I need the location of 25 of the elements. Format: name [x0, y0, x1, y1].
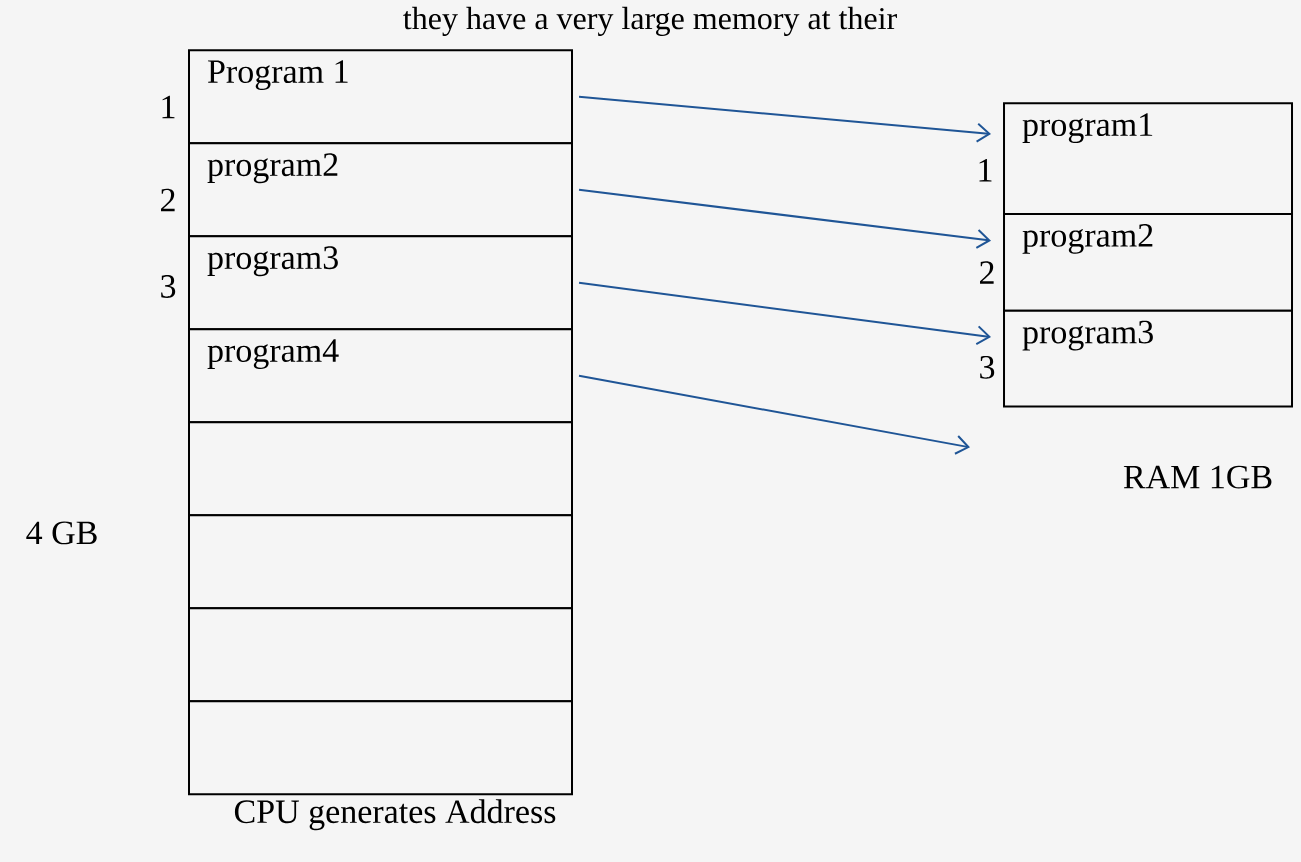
- memory-label: RAM 1GB: [1123, 465, 1272, 489]
- memory-cell: program3: [1003, 309, 1293, 408]
- memory-cell: program4: [188, 328, 573, 424]
- memory-cell: [188, 514, 573, 610]
- memory-cell: Program 1: [188, 49, 573, 145]
- size-label: 4 GB: [26, 521, 97, 545]
- memory-cell: [188, 421, 573, 517]
- memory-cell: program3: [188, 235, 573, 331]
- arrow: [578, 281, 991, 346]
- arrow: [578, 374, 971, 455]
- row-number: 1: [979, 158, 992, 182]
- arrow: [578, 95, 991, 143]
- row-number: 1: [162, 95, 175, 119]
- row-number: 3: [161, 275, 176, 298]
- row-number: 2: [980, 261, 994, 284]
- memory-cell: program1: [1003, 102, 1293, 215]
- memory-cell: program2: [188, 142, 573, 238]
- memory-cell: program2: [1003, 213, 1293, 312]
- row-number: 3: [980, 355, 995, 379]
- memory-cell: [188, 700, 573, 796]
- caption-text: CPU generates Address: [234, 799, 556, 831]
- arrow: [578, 188, 991, 249]
- heading-text: they have a very large memory at their: [403, 6, 897, 36]
- row-number: 2: [161, 188, 175, 212]
- memory-cell: [188, 607, 573, 703]
